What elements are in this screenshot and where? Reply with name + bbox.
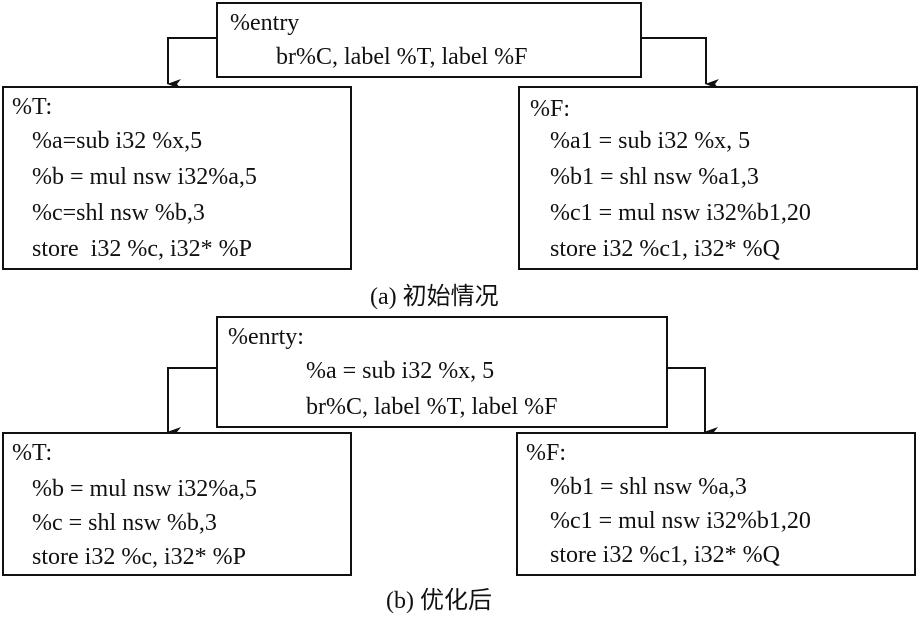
f-line-a-1: %a1 = sub i32 %x, 5 (550, 128, 751, 154)
f-line-b-3: store i32 %c1, i32* %Q (550, 542, 780, 568)
caption-a: (a) 初始情况 (370, 284, 499, 310)
entry-line-a-1: br%C, label %T, label %F (276, 44, 528, 70)
t-block-a: %T: %a=sub i32 %x,5 %b = mul nsw i32%a,5… (2, 86, 352, 270)
t-line-a-3: %c=shl nsw %b,3 (32, 200, 205, 226)
t-line-b-1: %b = mul nsw i32%a,5 (32, 476, 257, 502)
edge-b-entry-to-f (667, 367, 718, 437)
f-line-a-3: %c1 = mul nsw i32%b1,20 (550, 200, 811, 226)
t-header-a: %T: (12, 94, 53, 120)
f-block-b: %F: %b1 = shl nsw %a,3 %c1 = mul nsw i32… (516, 432, 916, 576)
t-line-a-4: store i32 %c, i32* %P (32, 236, 252, 262)
t-header-b: %T: (12, 440, 53, 466)
f-line-a-4: store i32 %c1, i32* %Q (550, 236, 780, 262)
edge-a-entry-to-f (640, 37, 719, 89)
caption-b: (b) 优化后 (386, 588, 492, 614)
f-line-b-1: %b1 = shl nsw %a,3 (550, 474, 747, 500)
t-line-b-3: store i32 %c, i32* %P (32, 544, 246, 570)
entry-line-b-1: %a = sub i32 %x, 5 (306, 358, 495, 384)
entry-block-b: %enrty: %a = sub i32 %x, 5 br%C, label %… (216, 316, 668, 428)
f-header-b: %F: (526, 440, 567, 466)
entry-header-a: %entry (230, 10, 300, 36)
entry-block-a: %entry br%C, label %T, label %F (216, 2, 642, 78)
edge-b-entry-to-t (167, 367, 218, 437)
f-line-a-2: %b1 = shl nsw %a1,3 (550, 164, 759, 190)
t-line-a-1: %a=sub i32 %x,5 (32, 128, 203, 154)
entry-header-b: %enrty: (228, 324, 304, 350)
t-line-a-2: %b = mul nsw i32%a,5 (32, 164, 257, 190)
f-block-a: %F: %a1 = sub i32 %x, 5 %b1 = shl nsw %a… (518, 86, 918, 270)
t-line-b-2: %c = shl nsw %b,3 (32, 510, 217, 536)
f-header-a: %F: (530, 96, 571, 122)
f-line-b-2: %c1 = mul nsw i32%b1,20 (550, 508, 811, 534)
entry-line-b-2: br%C, label %T, label %F (306, 394, 558, 420)
edge-a-entry-to-t (167, 37, 218, 89)
t-block-b: %T: %b = mul nsw i32%a,5 %c = shl nsw %b… (2, 432, 352, 576)
